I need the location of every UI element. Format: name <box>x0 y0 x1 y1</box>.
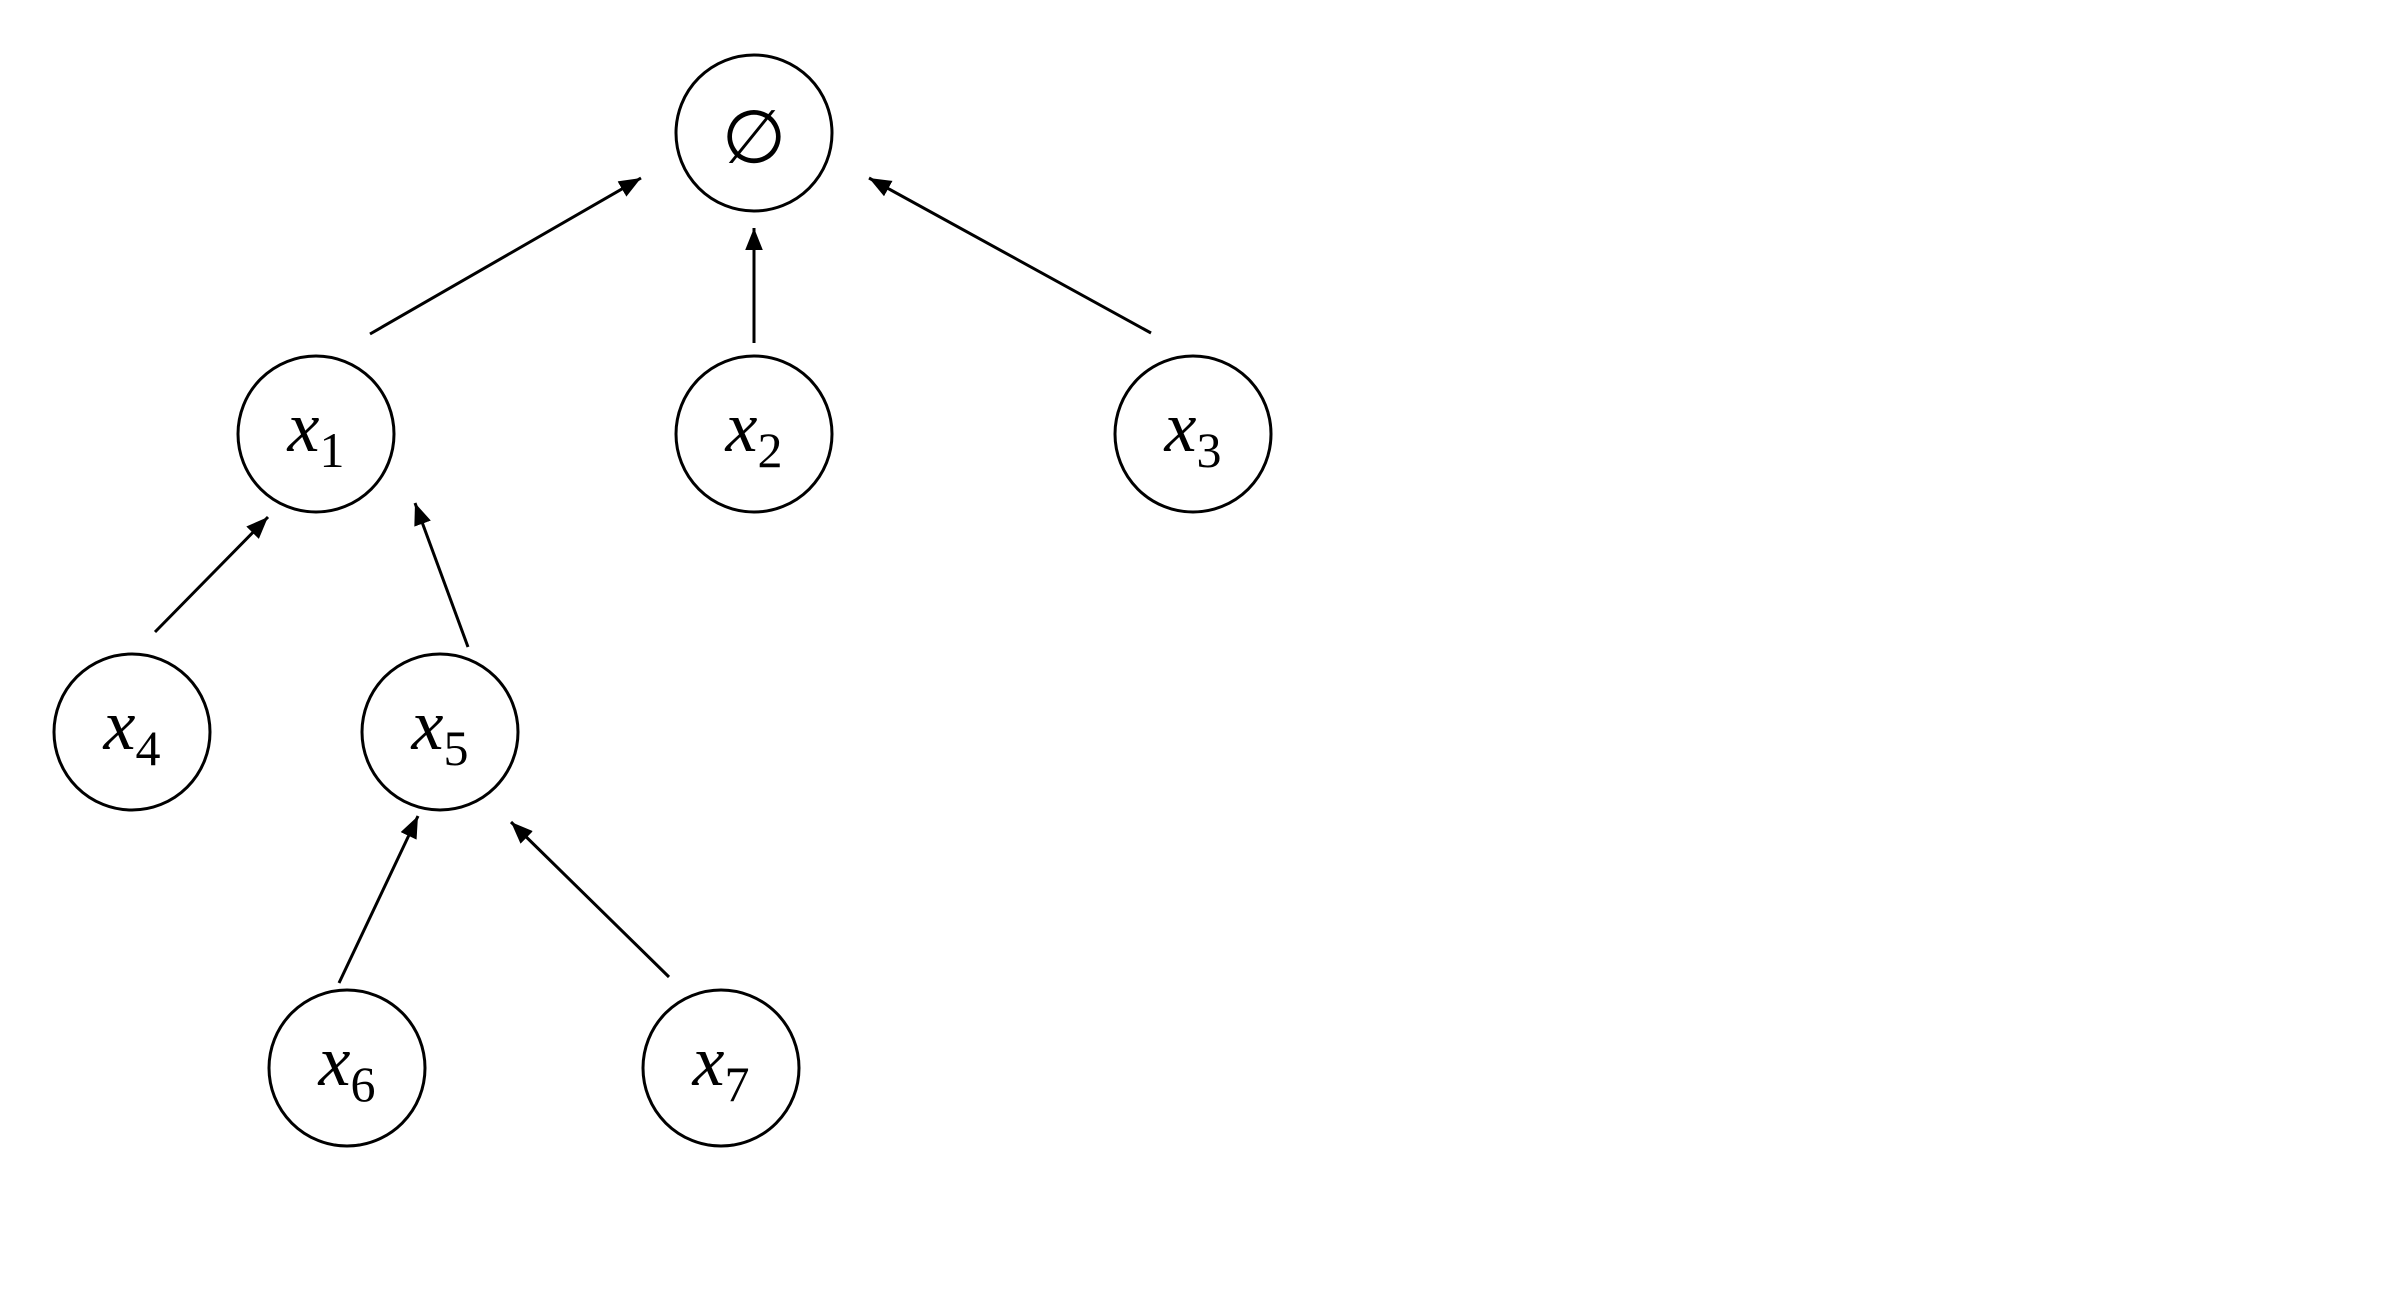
edges-layer <box>153 176 1152 984</box>
node-circle-root <box>674 53 834 213</box>
node-var-x2: x <box>725 387 758 467</box>
node-label-x7: x7 <box>692 1021 750 1113</box>
edge-x4-to-x1 <box>153 515 270 634</box>
node-circle-x2 <box>674 354 834 514</box>
node-x1: x1 <box>236 354 396 514</box>
node-x5: x5 <box>360 652 520 812</box>
node-var-x3: x <box>1164 387 1197 467</box>
node-label-root: ∅ <box>722 94 786 180</box>
node-sub-x2: 2 <box>757 422 782 478</box>
node-x6: x6 <box>267 988 427 1148</box>
node-sub-x7: 7 <box>724 1056 749 1112</box>
nodes-layer: ∅ x1 x2 x3 x4 <box>52 53 1273 1148</box>
node-circle-x4 <box>52 652 212 812</box>
node-circle-x6 <box>267 988 427 1148</box>
node-label-x1: x1 <box>287 387 345 479</box>
node-var-x4: x <box>103 685 136 765</box>
node-label-x6: x6 <box>318 1021 376 1113</box>
node-sub-x4: 4 <box>135 720 160 776</box>
node-circle-x7 <box>641 988 801 1148</box>
node-sub-x3: 3 <box>1196 422 1221 478</box>
node-root: ∅ <box>674 53 834 213</box>
node-var-x5: x <box>411 685 444 765</box>
node-label-x2: x2 <box>725 387 783 479</box>
node-var-x6: x <box>318 1021 351 1101</box>
node-circle-x1 <box>236 354 396 514</box>
edge-x5-to-x1 <box>413 502 470 648</box>
node-circle-x5 <box>360 652 520 812</box>
node-x2: x2 <box>674 354 834 514</box>
node-x7: x7 <box>641 988 801 1148</box>
node-sub-x1: 1 <box>319 422 344 478</box>
node-x3: x3 <box>1113 354 1273 514</box>
edge-x1-to-root <box>369 176 642 336</box>
node-label-x5: x5 <box>411 685 469 777</box>
node-label-x4: x4 <box>103 685 161 777</box>
node-var-x1: x <box>287 387 320 467</box>
node-circle-x3 <box>1113 354 1273 514</box>
edge-x7-to-x5 <box>509 820 671 979</box>
node-x4: x4 <box>52 652 212 812</box>
node-label-x3: x3 <box>1164 387 1222 479</box>
edge-x6-to-x5 <box>337 815 420 984</box>
node-var-x7: x <box>692 1021 725 1101</box>
node-sub-x5: 5 <box>443 720 468 776</box>
edge-x3-to-root <box>868 176 1152 335</box>
node-sub-x6: 6 <box>350 1056 375 1112</box>
